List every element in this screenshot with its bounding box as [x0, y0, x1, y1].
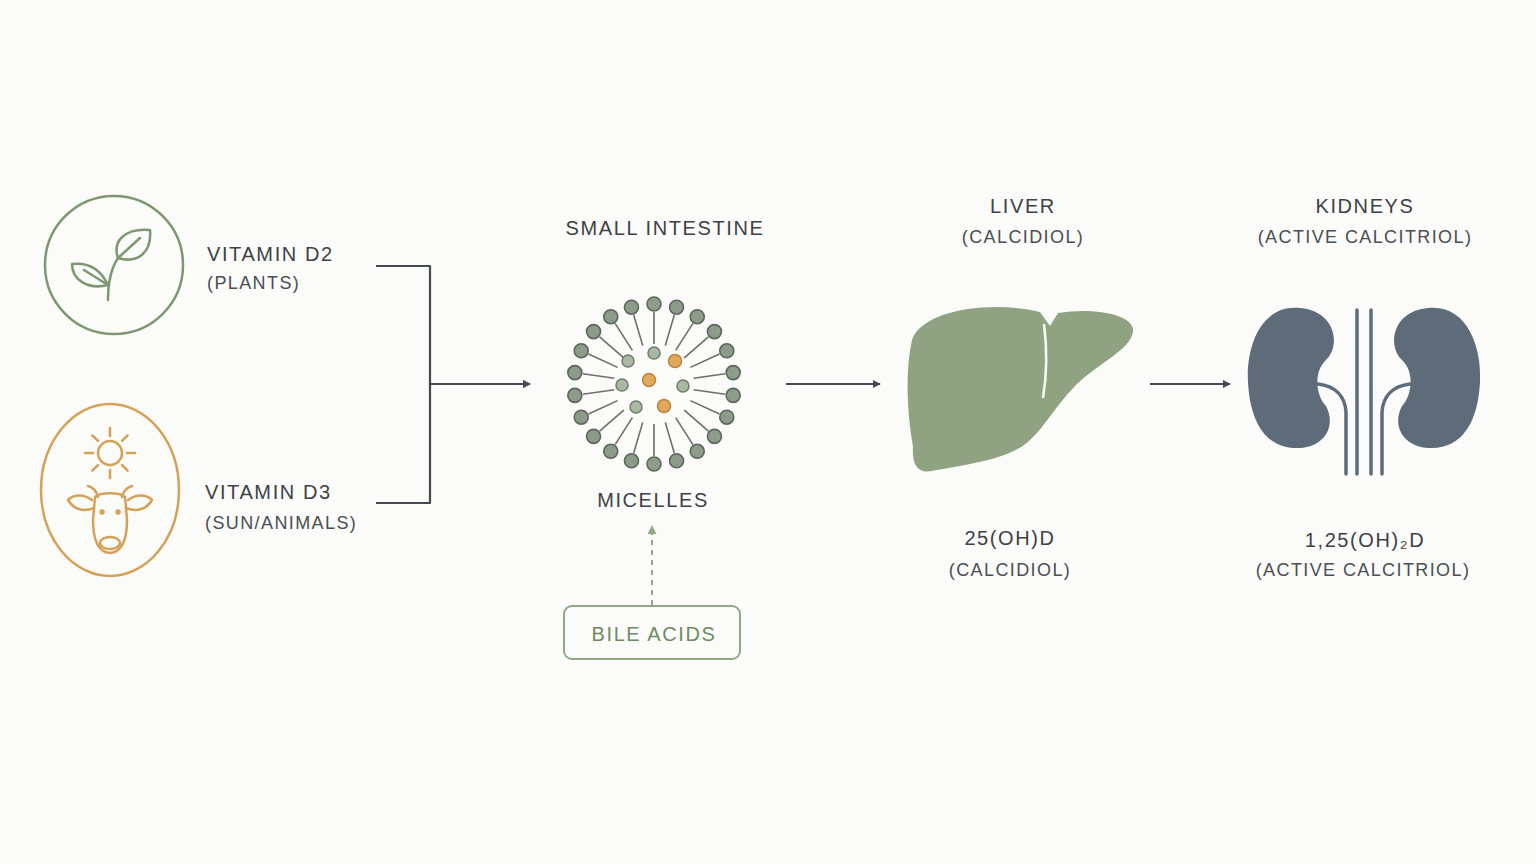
node-label: (CALCIDIOL) — [962, 227, 1084, 249]
sun-ray — [92, 435, 98, 441]
lipid-head — [690, 310, 704, 324]
flow-arrow — [376, 266, 530, 384]
lipid-head — [624, 300, 638, 314]
lipid-head — [690, 444, 704, 458]
lipid-head — [568, 388, 582, 402]
node-heading: VITAMIN D2 — [207, 242, 334, 266]
lipid-tail — [694, 390, 726, 395]
lipid-tail — [676, 323, 693, 350]
node-label: 25(OH)D — [964, 526, 1055, 550]
kidneys — [1248, 308, 1480, 474]
lipid-tail — [676, 418, 693, 445]
lipid-head — [720, 344, 734, 358]
lipid-head — [568, 366, 582, 380]
sun-ray — [109, 428, 112, 436]
organ-node: LIVER (CALCIDIOL) 25(OH)D (CALCIDIOL) — [880, 185, 1150, 595]
lipid-head — [707, 429, 721, 443]
lipid-tail — [694, 374, 726, 379]
lipid-head — [647, 297, 661, 311]
lipid-head — [624, 454, 638, 468]
organ-node: KIDNEYS (ACTIVE CALCITRIOL) 1,25(OH)₂D (ACT… — [1230, 185, 1514, 595]
node-heading: BILE ACIDS — [592, 622, 717, 646]
sun-ray — [127, 452, 135, 455]
plant-icon — [45, 196, 183, 334]
lipid-tail — [684, 337, 708, 358]
sun-ray — [85, 452, 93, 455]
lipid-tail — [653, 312, 655, 344]
lipid-head — [574, 410, 588, 424]
lipid-head — [670, 300, 684, 314]
flow-arrow — [786, 383, 880, 385]
node-label: (ACTIVE CALCITRIOL) — [1256, 560, 1471, 582]
sun-animal-icon — [41, 404, 179, 576]
lipid-head — [604, 310, 618, 324]
sun-ray — [122, 435, 128, 441]
node-label: (CALCIDIOL) — [949, 560, 1071, 582]
flow-arrow — [1150, 383, 1230, 385]
node-heading: KIDNEYS — [1315, 194, 1414, 218]
node-label: MICELLES — [597, 488, 709, 512]
lipid-tail — [684, 410, 708, 431]
intestine-node: SMALL INTESTINE MICELLES — [530, 206, 786, 526]
flow-arrow — [376, 384, 530, 503]
lipid-head — [587, 325, 601, 339]
lipid-tail — [589, 354, 618, 367]
lipid-head — [670, 454, 684, 468]
lipid-tail — [665, 315, 674, 346]
node-label: (ACTIVE CALCITRIOL) — [1258, 227, 1473, 249]
sun-ray — [109, 470, 112, 478]
lipid-head — [587, 429, 601, 443]
lipid-tail — [589, 401, 618, 414]
process-box: BILE ACIDS — [563, 605, 741, 660]
source-node: VITAMIN D3 (SUN/ANIMALS) — [36, 400, 376, 606]
lipid-tail — [583, 374, 615, 379]
source-node: VITAMIN D2 (PLANTS) — [36, 188, 376, 343]
lipid-head — [604, 444, 618, 458]
node-heading: LIVER — [990, 194, 1056, 218]
lipid-head — [720, 410, 734, 424]
lipid-tail — [634, 422, 643, 453]
lipid-tail — [690, 401, 719, 414]
node-label: 1,25(OH)₂D — [1305, 528, 1425, 552]
lipid-head — [647, 457, 661, 471]
lipid-tail — [583, 390, 615, 395]
lipid-tail — [634, 315, 643, 346]
micelle — [568, 297, 740, 471]
lipid-head — [574, 344, 588, 358]
lipid-tail — [690, 354, 719, 367]
node-heading: SMALL INTESTINE — [566, 216, 765, 240]
lipid-head — [707, 325, 721, 339]
lipid-head — [726, 388, 740, 402]
node-heading: VITAMIN D3 — [205, 480, 332, 504]
sun-ray — [92, 465, 98, 471]
sun-ray — [122, 465, 128, 471]
flow-arrow — [651, 526, 653, 605]
liver — [908, 307, 1134, 471]
lipid-tail — [653, 424, 655, 456]
lipid-tail — [615, 418, 632, 445]
lipid-tail — [615, 323, 632, 350]
lipid-tail — [600, 337, 624, 358]
node-label: (PLANTS) — [207, 273, 300, 295]
lipid-tail — [665, 422, 674, 453]
node-label: (SUN/ANIMALS) — [205, 513, 357, 535]
lipid-tail — [600, 410, 624, 431]
lipid-head — [726, 366, 740, 380]
